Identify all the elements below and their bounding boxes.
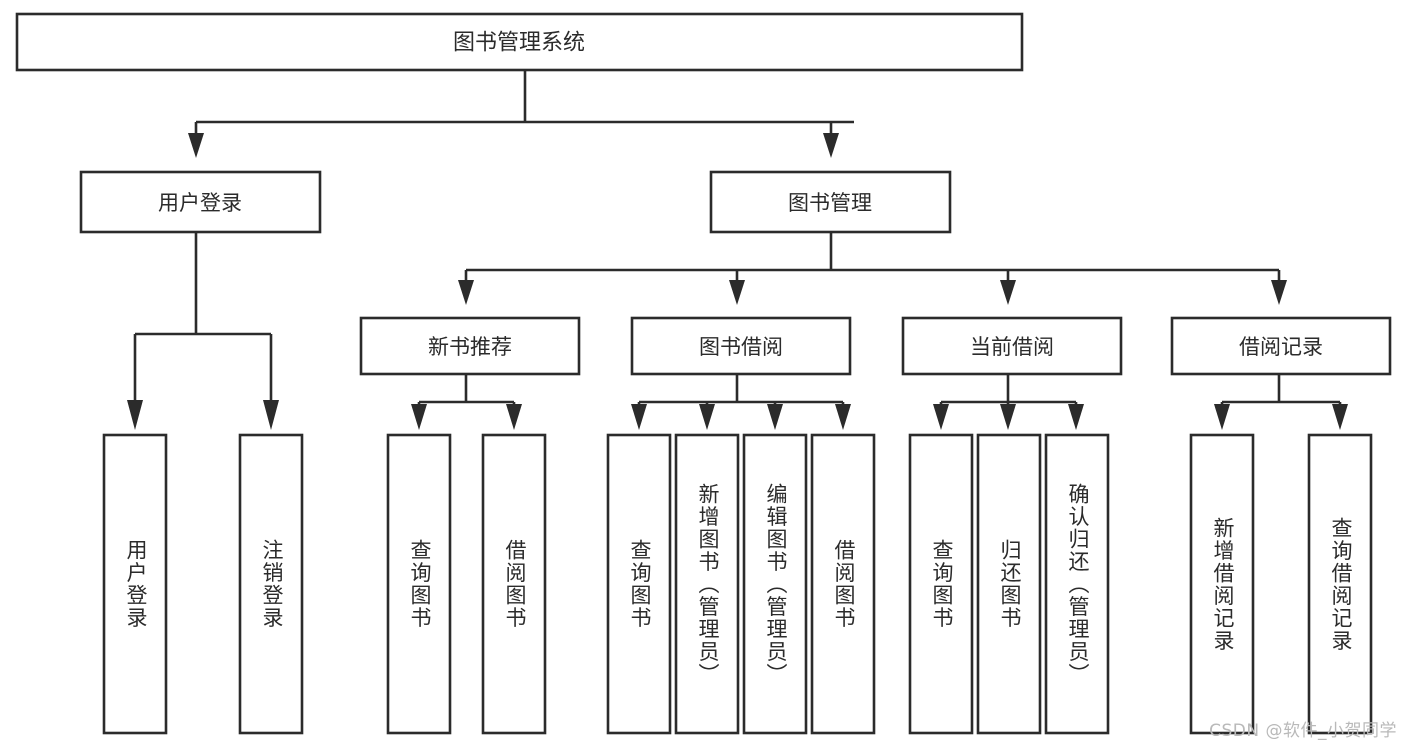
node-user-login-label: 用户登录 <box>158 191 242 215</box>
arrow-head-leaf-add-record <box>1214 404 1230 430</box>
connector-book-borrow-to-leaves <box>631 374 851 430</box>
arrow-head-leaf-add-book <box>699 404 715 430</box>
node-leaf-query-book-1-box[interactable] <box>386 433 452 735</box>
watermark-text: CSDN @软件_小贺同学 <box>1209 721 1397 741</box>
node-borrow-record-label: 借阅记录 <box>1239 335 1323 359</box>
node-leaf-query-book-2-box[interactable] <box>606 433 672 735</box>
arrow-head-book-management <box>823 133 839 158</box>
arrow-head-leaf-return-book <box>1000 404 1016 430</box>
node-leaf-user-login-box[interactable] <box>102 433 168 735</box>
node-leaf-query-book-3-box[interactable] <box>908 433 974 735</box>
arrow-head-leaf-edit-book <box>767 404 783 430</box>
node-user-login-box[interactable] <box>79 170 322 234</box>
node-leaf-add-record-box[interactable] <box>1189 433 1255 735</box>
node-book-borrow[interactable]: 图书借阅 <box>630 316 852 376</box>
node-book-borrow-label: 图书借阅 <box>699 335 783 359</box>
node-book-management-box[interactable] <box>709 170 952 234</box>
arrow-head-new-book-recommend <box>458 280 474 305</box>
node-root[interactable]: 图书管理系统 <box>15 12 1024 72</box>
connector-borrow-record-to-leaves <box>1214 374 1348 430</box>
leaf-boxes <box>102 433 1373 735</box>
arrow-head-user-login <box>188 133 204 158</box>
node-current-borrow-box[interactable] <box>901 316 1123 376</box>
node-book-borrow-box[interactable] <box>630 316 852 376</box>
node-leaf-query-record-box[interactable] <box>1307 433 1373 735</box>
arrow-head-leaf-query-record <box>1332 404 1348 430</box>
node-leaf-edit-book-box[interactable] <box>742 433 808 735</box>
connector-book-management-to-level2 <box>458 232 1287 305</box>
node-user-login[interactable]: 用户登录 <box>79 170 322 234</box>
connector-current-borrow-to-leaves <box>933 374 1084 430</box>
node-leaf-confirm-return-box[interactable] <box>1044 433 1110 735</box>
arrow-head-leaf-borrow-book-2 <box>835 404 851 430</box>
node-book-management[interactable]: 图书管理 <box>709 170 952 234</box>
node-current-borrow[interactable]: 当前借阅 <box>901 316 1123 376</box>
node-current-borrow-label: 当前借阅 <box>970 335 1054 359</box>
node-leaf-logout-box[interactable] <box>238 433 304 735</box>
arrow-head-leaf-query-book-3 <box>933 404 949 430</box>
arrow-head-leaf-query-book-1 <box>411 404 427 430</box>
node-new-book-recommend-box[interactable] <box>359 316 581 376</box>
arrow-head-current-borrow <box>1000 280 1016 305</box>
node-leaf-borrow-book-1-box[interactable] <box>481 433 547 735</box>
arrow-head-leaf-user-login <box>127 400 143 430</box>
connector-root-to-level1 <box>188 70 854 158</box>
node-leaf-return-book-box[interactable] <box>976 433 1042 735</box>
node-new-book-recommend[interactable]: 新书推荐 <box>359 316 581 376</box>
node-leaf-add-book-box[interactable] <box>674 433 740 735</box>
arrow-head-leaf-query-book-2 <box>631 404 647 430</box>
node-root-label: 图书管理系统 <box>453 31 585 56</box>
node-root-box[interactable] <box>15 12 1024 72</box>
connector-new-book-recommend-to-leaves <box>411 374 522 430</box>
connector-user-login-to-leaves <box>127 232 279 430</box>
arrow-head-borrow-record <box>1271 280 1287 305</box>
arrow-head-book-borrow <box>729 280 745 305</box>
arrow-head-leaf-confirm-return <box>1068 404 1084 430</box>
node-book-management-label: 图书管理 <box>788 191 872 215</box>
arrow-head-leaf-borrow-book-1 <box>506 404 522 430</box>
arrow-head-leaf-logout <box>263 400 279 430</box>
node-borrow-record-box[interactable] <box>1170 316 1392 376</box>
node-leaf-borrow-book-2-box[interactable] <box>810 433 876 735</box>
node-borrow-record[interactable]: 借阅记录 <box>1170 316 1392 376</box>
node-new-book-recommend-label: 新书推荐 <box>428 335 512 359</box>
